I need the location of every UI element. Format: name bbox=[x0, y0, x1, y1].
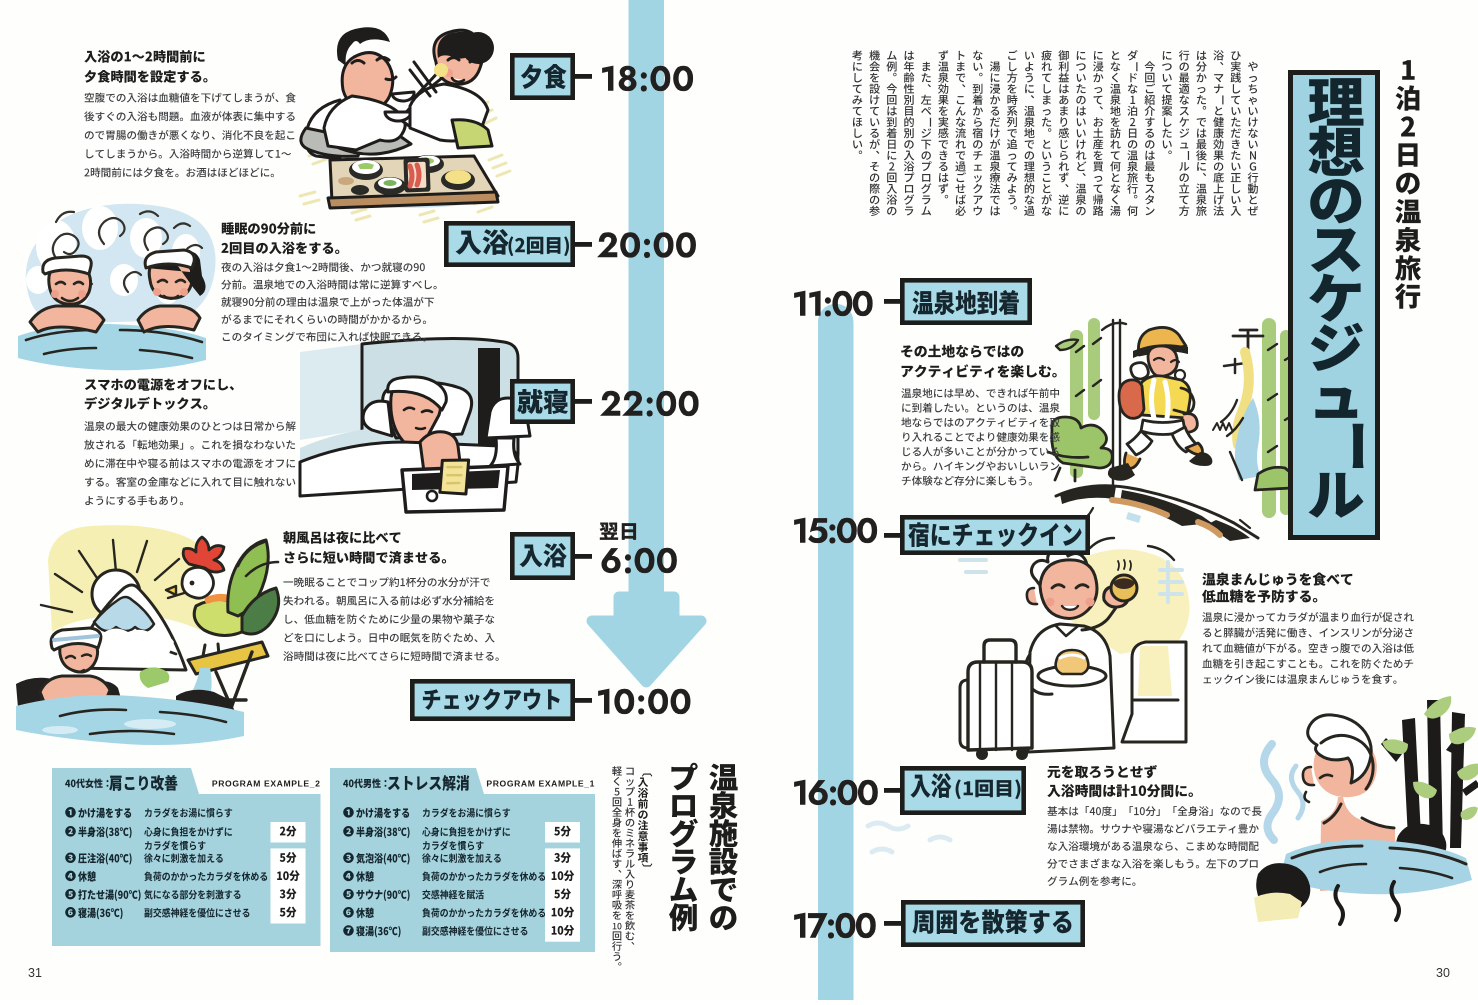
svg-text:31: 31 bbox=[28, 966, 42, 980]
svg-text:PROGRAM EXAMPLE_1: PROGRAM EXAMPLE_1 bbox=[486, 779, 595, 789]
svg-text:30: 30 bbox=[1436, 966, 1450, 980]
svg-text:PROGRAM EXAMPLE_2: PROGRAM EXAMPLE_2 bbox=[212, 779, 321, 789]
